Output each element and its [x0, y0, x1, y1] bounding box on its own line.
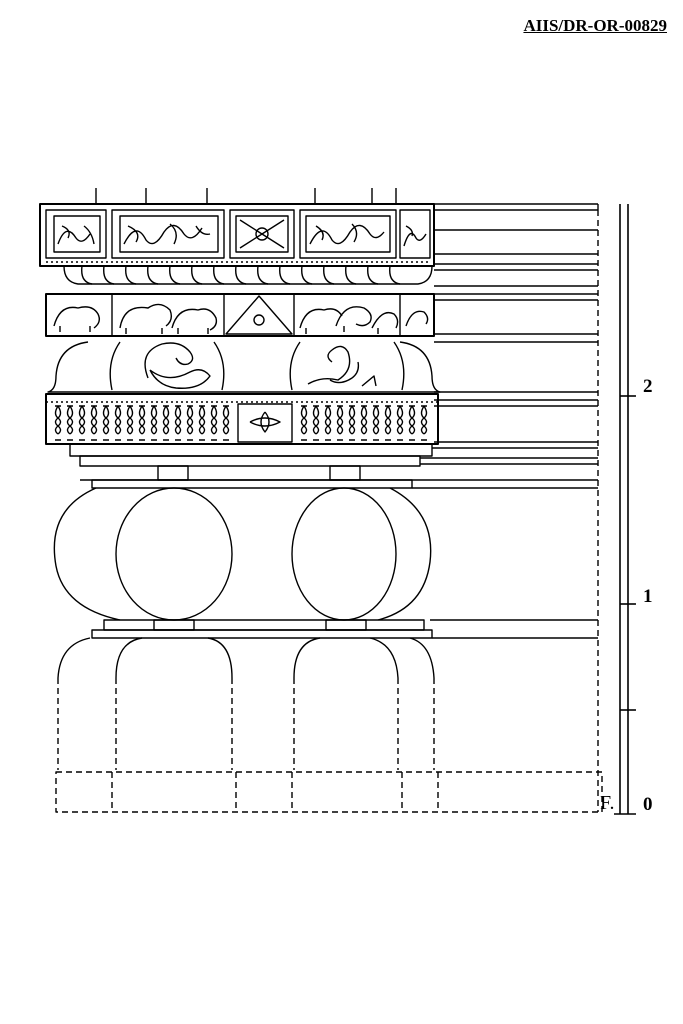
lotus-petal-band	[63, 265, 598, 287]
alignment-ticks	[95, 188, 397, 204]
scale-mark-0: 0	[643, 794, 653, 815]
baluster	[174, 405, 182, 441]
baluster	[186, 405, 194, 441]
baluster	[54, 405, 62, 441]
baluster	[138, 405, 146, 441]
baluster	[420, 405, 428, 441]
scale-mark-2: 2	[643, 376, 653, 397]
bulbous-shafts	[53, 487, 598, 639]
baluster	[300, 405, 308, 441]
baluster	[90, 405, 98, 441]
baluster	[372, 405, 380, 441]
baluster	[126, 405, 134, 441]
baluster	[78, 405, 86, 441]
baluster	[360, 405, 368, 441]
baluster	[384, 405, 392, 441]
document-reference-id: AIIS/DR-OR-00829	[523, 16, 667, 35]
animal-frieze	[45, 293, 598, 343]
floor-marker: F.	[600, 792, 615, 814]
balustrade-band	[45, 393, 598, 445]
baluster	[324, 405, 332, 441]
baluster	[114, 405, 122, 441]
baluster	[348, 405, 356, 441]
carved-frieze	[39, 203, 598, 267]
baluster	[210, 405, 218, 441]
column-bases	[55, 210, 603, 813]
capital-plinths	[69, 443, 598, 489]
scale-bar	[614, 204, 636, 815]
scale-mark-1: 1	[643, 586, 653, 607]
baluster	[66, 405, 74, 441]
baluster	[336, 405, 344, 441]
baluster	[102, 405, 110, 441]
baluster	[162, 405, 170, 441]
baluster	[408, 405, 416, 441]
baluster	[312, 405, 320, 441]
baluster	[396, 405, 404, 441]
baluster	[198, 405, 206, 441]
vase-tier	[47, 341, 598, 393]
baluster	[150, 405, 158, 441]
baluster	[222, 405, 230, 441]
